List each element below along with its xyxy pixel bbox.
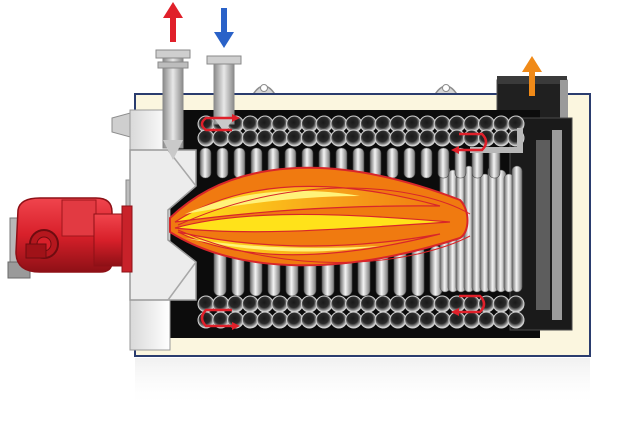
tube-end-upper: [330, 129, 348, 147]
burner-throat: [129, 149, 197, 301]
tube-end-lower: [315, 295, 333, 313]
tube-end-upper: [463, 129, 481, 147]
vertical-tube: [437, 147, 450, 179]
vertical-tube: [199, 147, 212, 179]
tube-end-upper: [286, 129, 304, 147]
cold-water-inlet-arrow: [214, 8, 234, 48]
tube-end-lower: [433, 311, 451, 329]
vertical-tube: [511, 165, 523, 293]
tube-end-lower: [492, 295, 510, 313]
tube-end-lower: [404, 311, 422, 329]
tube-end-lower: [286, 311, 304, 329]
flue-connector-pipe: [470, 128, 523, 153]
tube-end-upper: [359, 129, 377, 147]
tube-end-lower: [433, 295, 451, 313]
tube-end-upper: [389, 129, 407, 147]
tube-end-upper: [212, 129, 230, 147]
tube-end-lower: [345, 311, 363, 329]
tube-end-lower: [256, 311, 274, 329]
gas-pass-turn-markers: [200, 116, 488, 328]
burner-flame: [169, 166, 471, 267]
tube-end-lower: [241, 311, 259, 329]
tube-end-lower: [256, 295, 274, 313]
tube-end-upper: [448, 129, 466, 147]
tube-end-lower: [359, 295, 377, 313]
tube-end-lower: [271, 311, 289, 329]
tube-end-lower: [271, 295, 289, 313]
tube-end-lower: [492, 311, 510, 329]
tube-end-lower: [286, 295, 304, 313]
tube-end-upper: [256, 129, 274, 147]
tube-end-upper: [492, 129, 510, 147]
tube-end-upper: [271, 129, 289, 147]
tube-end-lower: [330, 295, 348, 313]
tube-end-lower: [300, 311, 318, 329]
tube-end-lower: [507, 295, 525, 313]
hot-water-outlet-arrow: [163, 2, 183, 42]
tube-end-lower: [315, 311, 333, 329]
tube-end-upper: [433, 129, 451, 147]
tube-end-lower: [374, 295, 392, 313]
cold-water-inlet-nozzle: [206, 55, 242, 132]
tube-end-lower: [418, 311, 436, 329]
tube-end-upper: [315, 129, 333, 147]
tube-end-lower: [374, 311, 392, 329]
tube-end-upper: [418, 129, 436, 147]
vertical-tube: [216, 147, 229, 179]
tube-end-lower: [241, 295, 259, 313]
vertical-tube: [233, 147, 246, 179]
tube-end-lower: [463, 311, 481, 329]
tube-end-lower: [463, 295, 481, 313]
tube-end-lower: [389, 295, 407, 313]
tube-end-lower: [507, 311, 525, 329]
vertical-tube: [454, 147, 467, 179]
tube-end-upper: [227, 129, 245, 147]
tube-end-upper: [197, 129, 215, 147]
vertical-tube: [403, 147, 416, 179]
burner-unit: [7, 197, 133, 279]
vertical-tube: [386, 147, 399, 179]
flue-gas-exhaust-arrow: [522, 56, 542, 96]
tube-end-upper: [404, 129, 422, 147]
vertical-tube: [420, 147, 433, 179]
tube-end-lower: [359, 311, 377, 329]
tube-end-lower: [330, 311, 348, 329]
tube-end-upper: [345, 129, 363, 147]
floor-reflection: [135, 358, 590, 408]
tube-end-upper: [300, 129, 318, 147]
fire-tube-bundle: [197, 115, 525, 329]
hot-water-outlet-nozzle: [155, 49, 191, 160]
tube-end-lower: [345, 295, 363, 313]
tube-end-upper: [241, 129, 259, 147]
tube-end-lower: [300, 295, 318, 313]
tube-end-lower: [418, 295, 436, 313]
tube-end-lower: [477, 311, 495, 329]
tube-end-lower: [389, 311, 407, 329]
tube-end-lower: [404, 295, 422, 313]
tube-end-upper: [374, 129, 392, 147]
